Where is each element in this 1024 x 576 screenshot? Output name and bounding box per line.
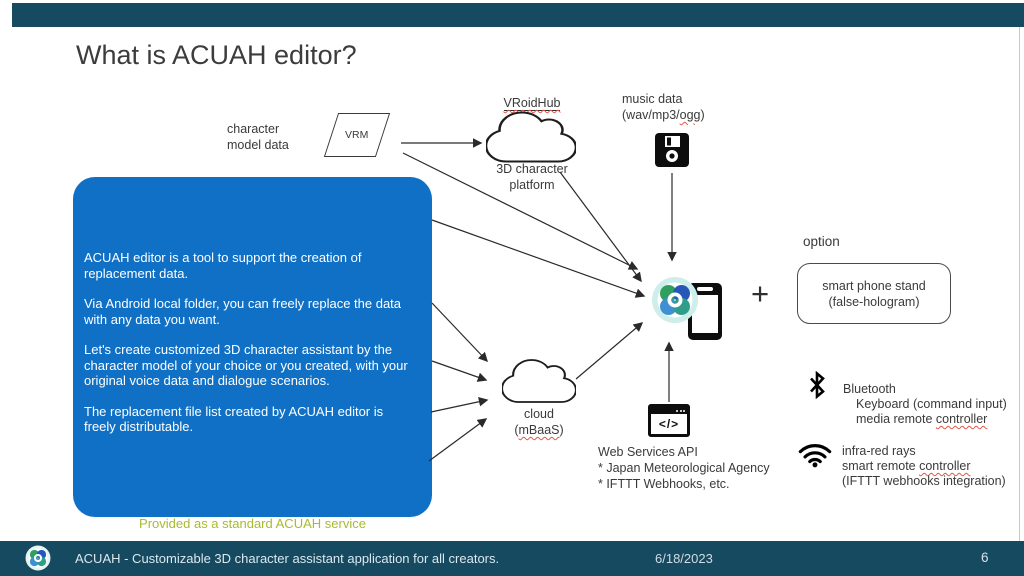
web-api-line2: * Japan Meteorological Agency bbox=[598, 461, 770, 475]
music-data-label: music data (wav/mp3/ogg) bbox=[622, 91, 705, 123]
option-line1: smart phone stand bbox=[822, 278, 926, 293]
web-api-line3: * IFTTT Webhooks, etc. bbox=[598, 477, 730, 491]
bluetooth-line2: Keyboard (command input) bbox=[856, 397, 1007, 411]
editor-paragraph-2: Via Android local folder, you can freely… bbox=[84, 296, 402, 327]
footer-bar: ACUAH - Customizable 3D character assist… bbox=[0, 541, 1024, 576]
option-line2: (false-hologram) bbox=[828, 294, 920, 309]
provided-note: Provided as a standard ACUAH service bbox=[139, 516, 366, 531]
vroidhub-caption-line1: 3D character bbox=[496, 162, 568, 176]
music-data-ogg: ogg bbox=[679, 108, 701, 122]
option-box: smart phone stand (false-hologram) bbox=[797, 263, 951, 324]
footer-date: 6/18/2023 bbox=[655, 551, 713, 566]
editor-paragraph-3: Let's create customized 3D character ass… bbox=[84, 342, 408, 388]
vroidhub-caption-line2: platform bbox=[509, 178, 555, 192]
mbaas-caption: cloud (mBaaS) bbox=[502, 406, 576, 438]
top-accent-bar bbox=[12, 3, 1024, 27]
slide-right-edge-line bbox=[1019, 27, 1020, 541]
infrared-line2: smart remote controller bbox=[842, 459, 971, 473]
footer-text: ACUAH - Customizable 3D character assist… bbox=[75, 551, 500, 566]
mbaas-cloud-icon bbox=[502, 359, 576, 403]
mbaas-caption-line1: cloud bbox=[524, 407, 554, 421]
web-api-icon-code-glyph: </> bbox=[658, 417, 680, 431]
option-label: option bbox=[803, 234, 840, 249]
character-model-label: character model data bbox=[227, 121, 289, 153]
web-api-line1: Web Services API bbox=[598, 445, 698, 459]
vroidhub-label[interactable]: VRoidHub bbox=[488, 95, 576, 111]
plus-icon: + bbox=[751, 276, 770, 311]
character-model-line1: character bbox=[227, 122, 280, 136]
editor-paragraph-4: The replacement file list created by ACU… bbox=[84, 403, 384, 435]
footer-page-number: 6 bbox=[981, 550, 989, 565]
music-data-line2: (wav/mp3/ogg) bbox=[622, 108, 705, 122]
page-title: What is ACUAH editor? bbox=[76, 40, 357, 70]
web-api-label: Web Services API * Japan Meteorological … bbox=[598, 444, 770, 492]
smartphone-speaker bbox=[697, 287, 713, 291]
bluetooth-title: Bluetooth bbox=[843, 382, 896, 396]
web-api-icon: </> bbox=[648, 404, 690, 437]
floppy-disk-icon bbox=[655, 133, 689, 167]
mbaas-caption-line2: (mBaaS) bbox=[514, 423, 564, 437]
editor-paragraph-1: ACUAH editor is a tool to support the cr… bbox=[84, 250, 362, 281]
bluetooth-line3: media remote controller bbox=[856, 412, 988, 426]
footer-logo-icon bbox=[25, 545, 51, 571]
vroidhub-caption: 3D character platform bbox=[488, 161, 576, 193]
acuah-logo-icon bbox=[652, 277, 698, 323]
mbaas-word: mBaaS bbox=[518, 423, 560, 437]
vroidhub-link-text[interactable]: VRoidHub bbox=[503, 96, 561, 111]
music-data-line1: music data bbox=[622, 92, 683, 106]
bluetooth-icon bbox=[810, 371, 825, 399]
vroidhub-cloud-icon bbox=[486, 111, 576, 163]
acuah-editor-description-box: ACUAH editor is a tool to support the cr… bbox=[73, 177, 432, 517]
infrared-icon bbox=[798, 444, 832, 468]
web-api-icon-titlebar bbox=[651, 407, 687, 414]
character-model-line2: model data bbox=[227, 138, 289, 152]
infrared-line1: infra-red rays bbox=[842, 444, 916, 458]
infrared-line3: (IFTTT webhooks integration) bbox=[842, 474, 1006, 488]
